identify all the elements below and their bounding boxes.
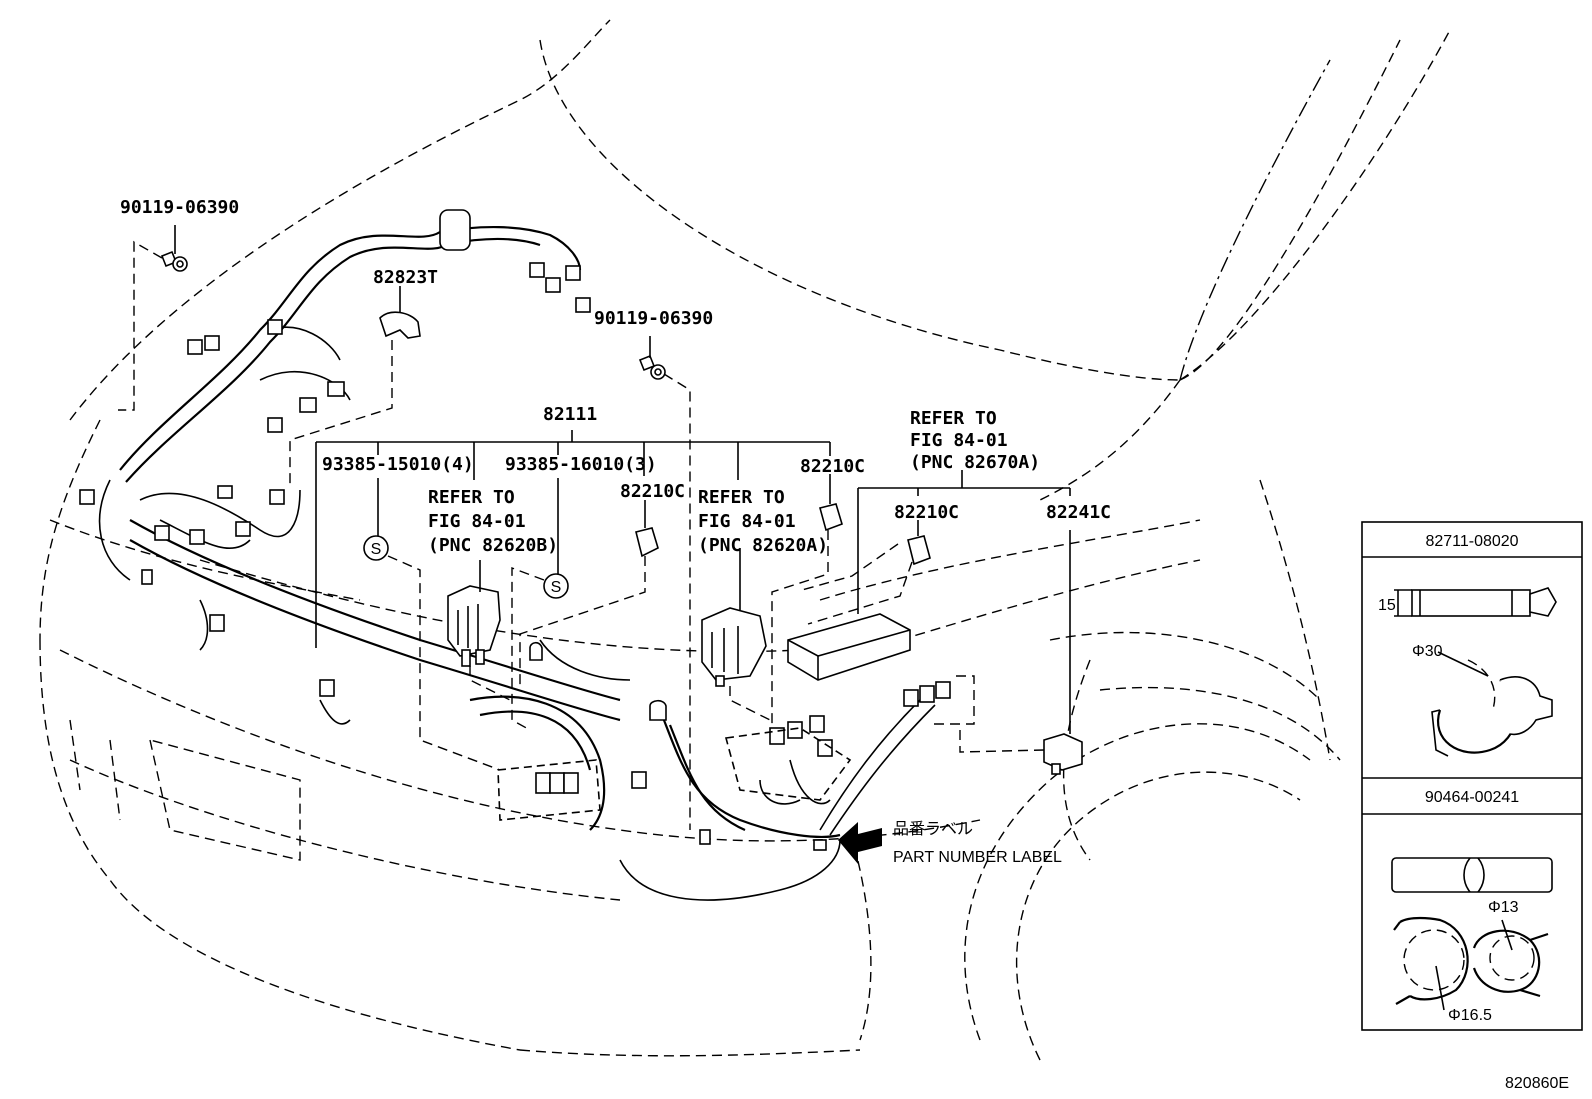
callout-labels: 90119-06390 82823T 90119-06390 82111 933… <box>120 197 1569 1092</box>
label-refer-b-2: FIG 84-01 <box>428 511 526 532</box>
inset-bottom-part-no: 90464-00241 <box>1425 789 1519 806</box>
s-mark-2: S <box>543 573 569 599</box>
inset-panel: 82711-08020 15 Φ30 90464-00241 Φ13 <box>1361 521 1583 1031</box>
label-refer-b-3: (PNC 82620B) <box>428 535 558 556</box>
clamp-82711-side-view <box>1394 587 1557 617</box>
svg-text:S: S <box>371 541 382 558</box>
s-mark-1: S <box>363 535 389 561</box>
label-refer-a-2: FIG 84-01 <box>698 511 796 532</box>
inset-top-dim-dia: Φ30 <box>1412 643 1443 660</box>
label-bolt-top-left: 90119-06390 <box>120 197 239 218</box>
label-part-number-en: PART NUMBER LABEL <box>893 849 1062 866</box>
figure-id: 820860E <box>1505 1075 1569 1092</box>
label-refer-b-1: REFER TO <box>428 487 515 508</box>
relay-82241C-icon <box>1043 733 1083 775</box>
relay-82210C-right-icon <box>819 503 843 532</box>
label-refer-top-3: (PNC 82670A) <box>910 452 1040 473</box>
inset-bottom-dim-small: Φ13 <box>1488 899 1519 916</box>
clamp-82823T-icon <box>379 311 421 339</box>
part-number-label-arrow-icon <box>838 822 882 864</box>
parts-drawing: S S <box>160 250 1083 864</box>
label-82111: 82111 <box>543 404 597 425</box>
relay-82210C-box-icon <box>907 535 931 566</box>
label-82823T: 82823T <box>373 267 438 288</box>
label-82210C-mid: 82210C <box>620 481 685 502</box>
harness-connectors <box>79 262 951 851</box>
bolt-center-icon <box>638 354 666 380</box>
label-refer-a-1: REFER TO <box>698 487 785 508</box>
relay-block-b-icon <box>447 585 501 667</box>
svg-text:S: S <box>551 579 562 596</box>
clamp-90464-side-view <box>1391 857 1553 893</box>
inset-top-part-no: 82711-08020 <box>1425 533 1518 550</box>
inset-bottom-dim-large: Φ16.5 <box>1448 1007 1492 1024</box>
grommet <box>439 209 471 251</box>
inset-top-dim-height: 15 <box>1378 597 1396 614</box>
main-harness-82111 <box>98 209 936 901</box>
label-refer-a-3: (PNC 82620A) <box>698 535 828 556</box>
relay-82210C-mid-icon <box>635 527 659 558</box>
leader-lines <box>118 225 1071 830</box>
bolt-icon <box>160 250 188 272</box>
label-82210C-right: 82210C <box>800 456 865 477</box>
label-part-number-jp: 品番ラベル <box>893 820 973 838</box>
clamp-90464-front-view <box>1393 916 1549 1011</box>
label-refer-top-1: REFER TO <box>910 408 997 429</box>
label-93385-15010: 93385-15010(4) <box>322 454 474 475</box>
relay-block-a-icon <box>701 607 767 687</box>
clamp-82711-front-view <box>1431 651 1553 757</box>
relay-tray-icon <box>787 613 911 681</box>
label-93385-16010: 93385-16010(3) <box>505 454 657 475</box>
label-82210C-box: 82210C <box>894 502 959 523</box>
label-82241C: 82241C <box>1046 502 1111 523</box>
label-bolt-center: 90119-06390 <box>594 308 713 329</box>
label-refer-top-2: FIG 84-01 <box>910 430 1008 451</box>
